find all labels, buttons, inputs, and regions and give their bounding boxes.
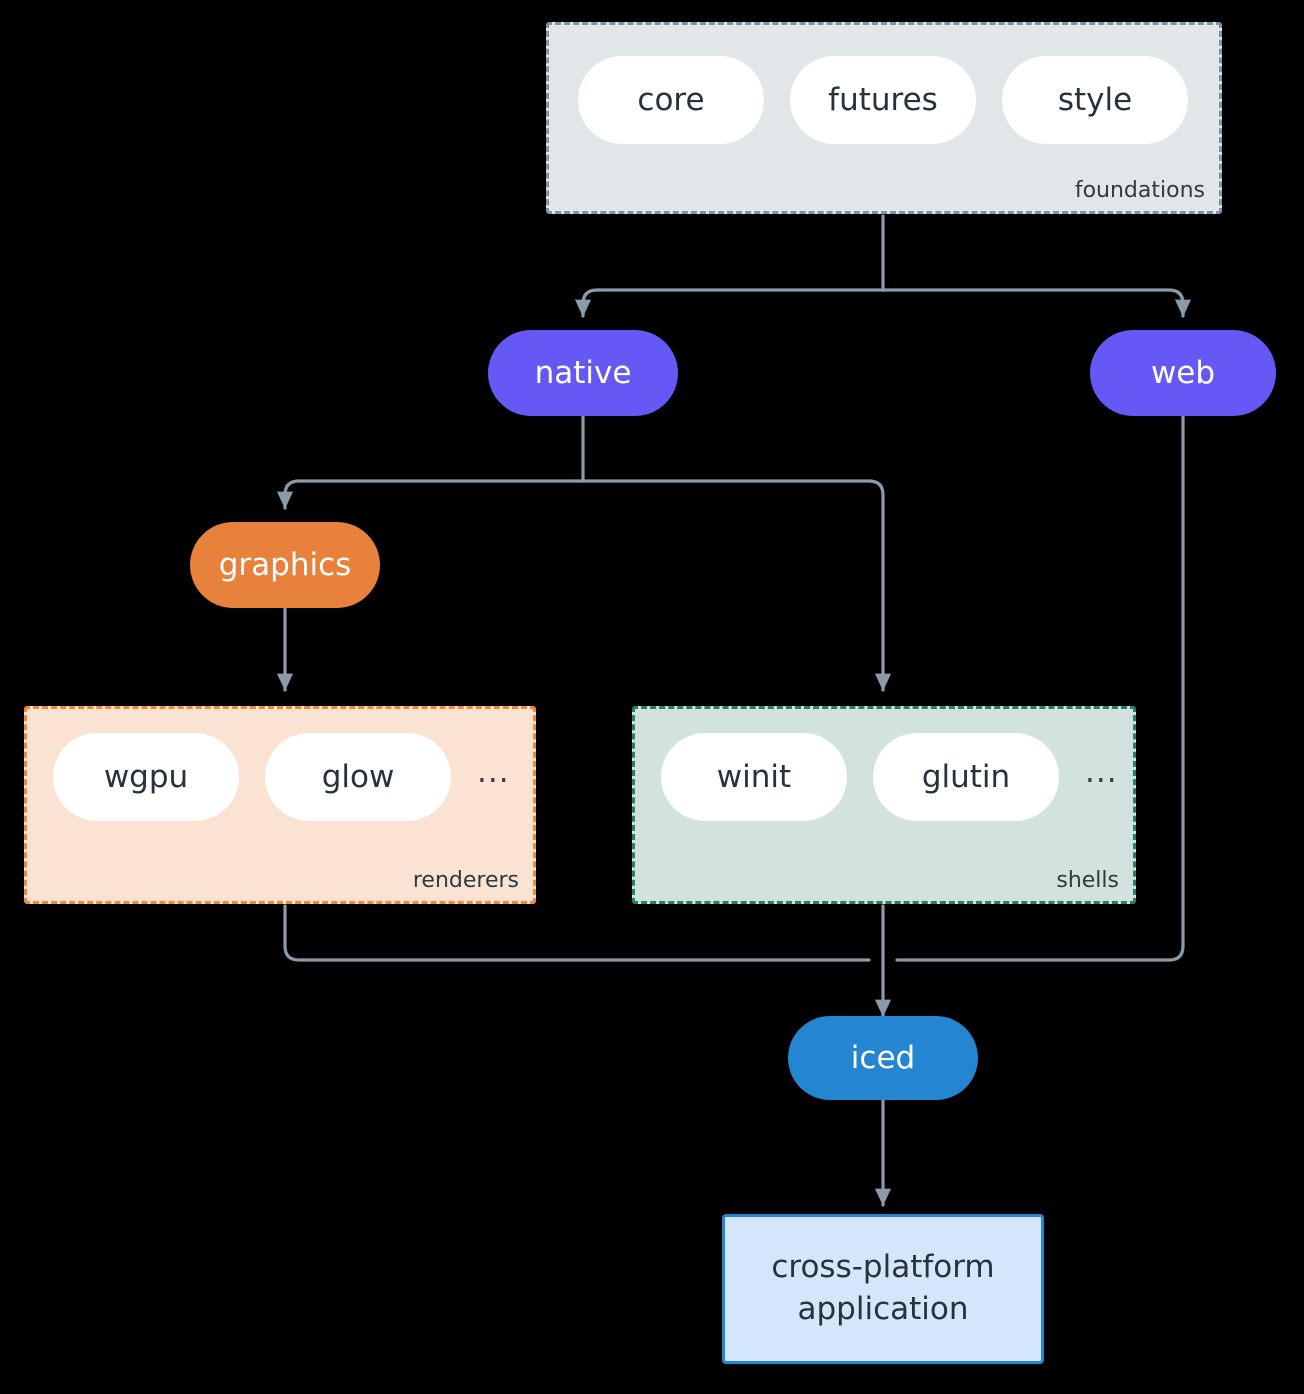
chip-wgpu[interactable]: wgpu	[53, 733, 239, 821]
chip-winit[interactable]: winit	[661, 733, 847, 821]
edge-foundations-to-web	[881, 288, 1192, 318]
cluster-label-renderers: renderers	[412, 868, 519, 893]
node-cross-platform-application[interactable]: cross-platform application	[722, 1214, 1044, 1364]
chip-core[interactable]: core	[578, 56, 764, 144]
edge-foundations-to-native	[574, 288, 885, 318]
foundations-chip-row: core futures style	[578, 56, 1188, 144]
application-line-1: cross-platform	[771, 1249, 995, 1286]
chip-glow[interactable]: glow	[265, 733, 451, 821]
node-web[interactable]: web	[1090, 330, 1276, 416]
application-line-2: application	[797, 1291, 969, 1327]
cluster-foundations: core futures style foundations	[546, 22, 1222, 214]
chip-glutin[interactable]: glutin	[873, 733, 1059, 821]
cluster-label-shells: shells	[1056, 868, 1119, 893]
renderers-ellipsis: ...	[477, 753, 510, 790]
edge-renderers-to-iced	[283, 904, 871, 962]
cluster-label-foundations: foundations	[1074, 178, 1205, 203]
shells-chip-row: winit glutin ...	[661, 733, 1118, 821]
chip-style[interactable]: style	[1002, 56, 1188, 144]
renderers-chip-row: wgpu glow ...	[53, 733, 510, 821]
node-native[interactable]: native	[488, 330, 678, 416]
cluster-shells: winit glutin ... shells	[632, 706, 1136, 904]
edge-native-to-shells	[581, 479, 892, 692]
shells-ellipsis: ...	[1085, 753, 1118, 790]
node-iced[interactable]: iced	[788, 1016, 978, 1100]
edge-web-to-iced	[895, 413, 1185, 962]
edge-native-to-graphics	[276, 479, 585, 510]
cluster-renderers: wgpu glow ... renderers	[24, 706, 536, 904]
chip-futures[interactable]: futures	[790, 56, 976, 144]
node-graphics[interactable]: graphics	[190, 522, 380, 608]
